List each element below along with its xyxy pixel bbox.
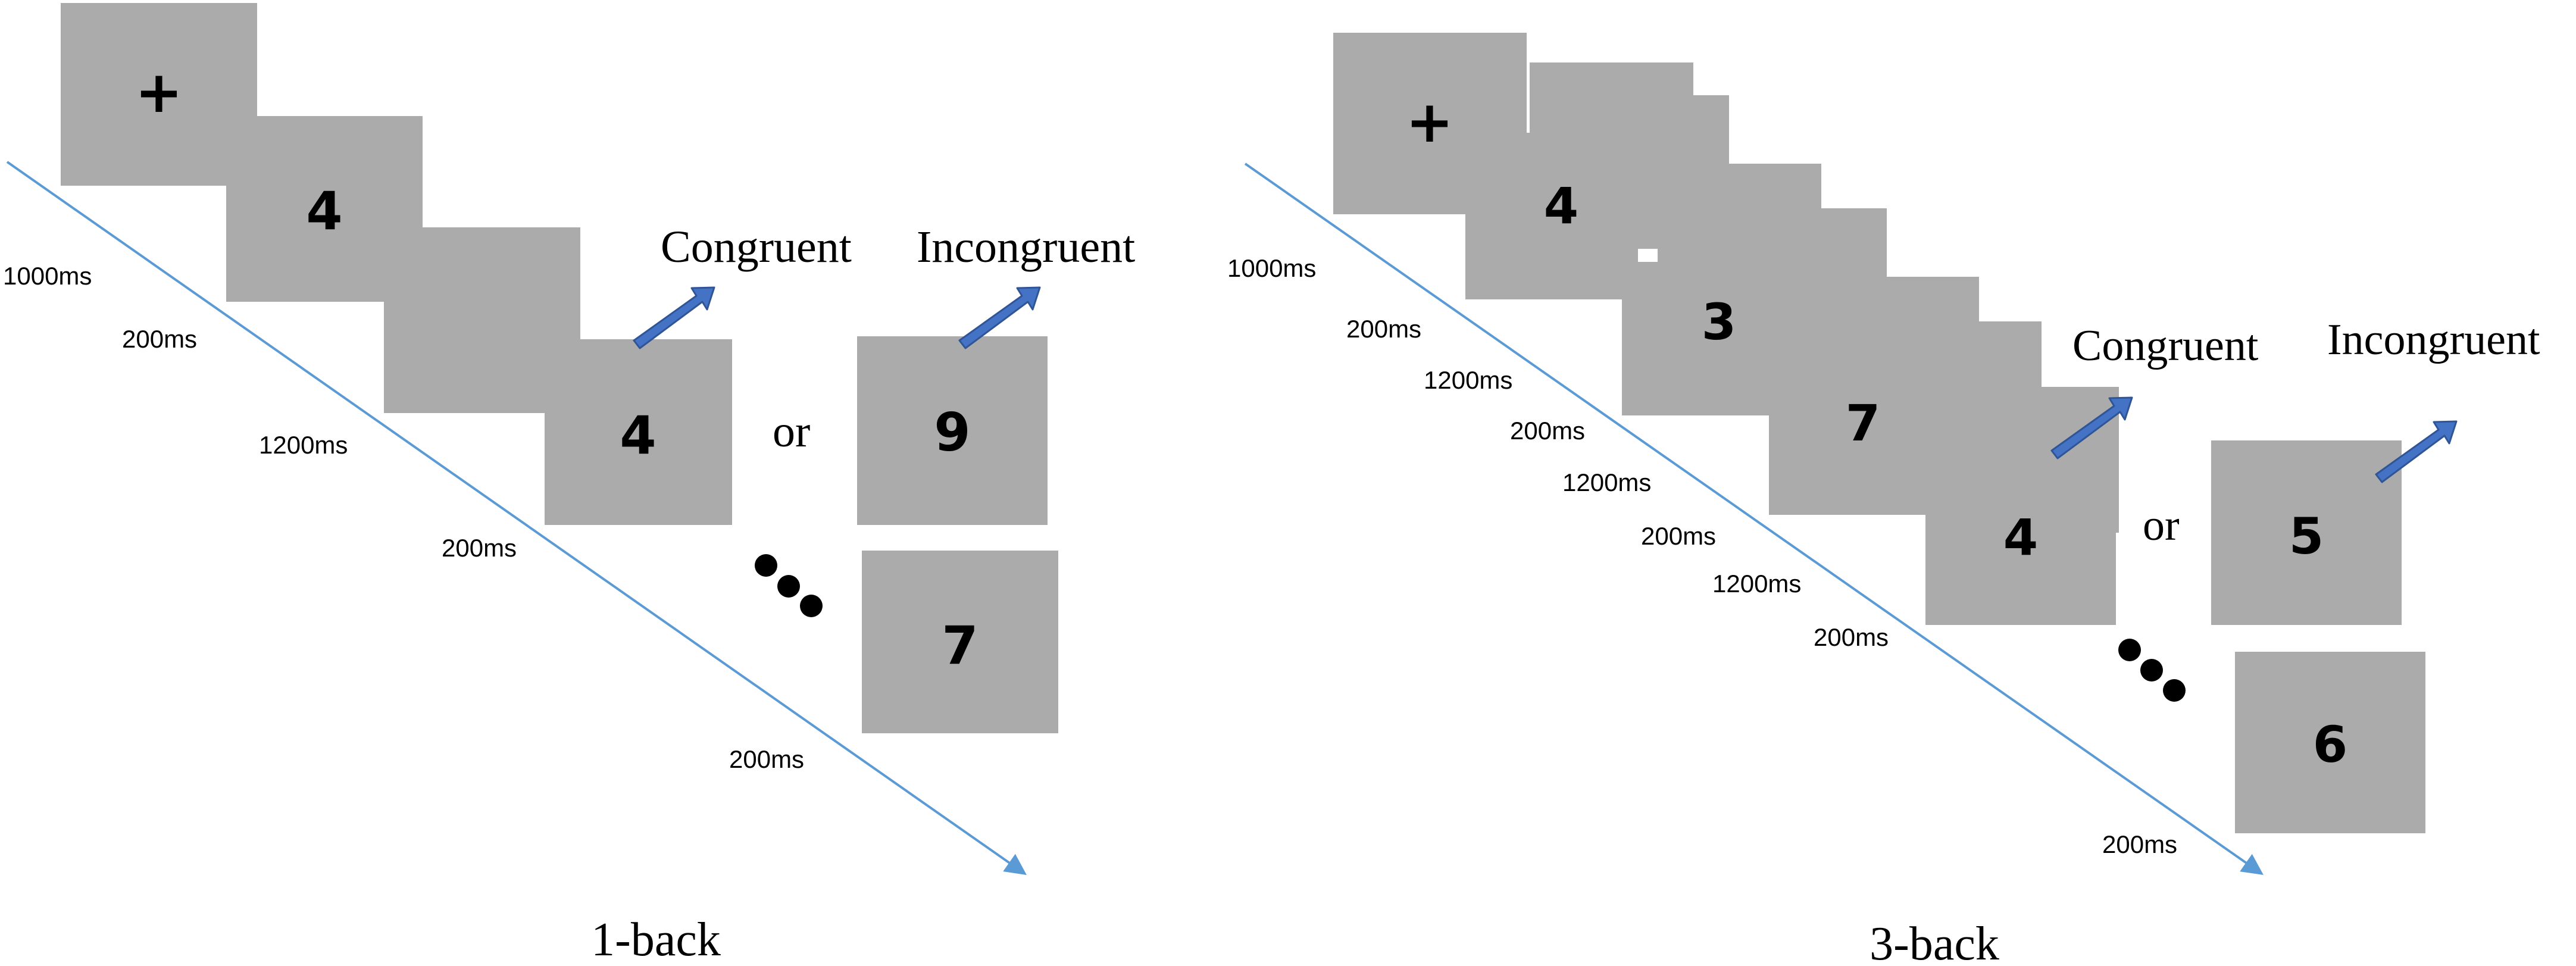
time-label: 200ms	[729, 745, 804, 773]
screen-fixation	[61, 3, 257, 186]
continuation-dot	[800, 595, 823, 617]
panel-3back: 7 3 4 + 4 5 6 Congruent Incongruent or 1…	[1227, 33, 2540, 966]
next-stimulus-digit: 6	[2313, 715, 2347, 774]
stimulus-digit-1: 4	[306, 180, 342, 242]
continuation-dot	[2118, 639, 2141, 661]
time-label: 200ms	[1641, 522, 1716, 550]
screen-target-stimulus	[1925, 443, 2116, 625]
time-label: 1000ms	[3, 262, 92, 290]
fixation-cross: +	[135, 59, 183, 126]
time-label: 200ms	[1510, 417, 1585, 445]
or-label: or	[773, 407, 810, 457]
screen-alt-stimulus	[2211, 440, 2402, 625]
screen-fixation	[1333, 33, 1527, 214]
time-label: 200ms	[122, 325, 197, 353]
congruent-label: Congruent	[661, 222, 852, 272]
time-label: 200ms	[442, 534, 517, 562]
screen-stimulus-2	[545, 339, 732, 525]
stimulus-digit-4: 4	[2003, 508, 2038, 567]
response-arrow-incongruent	[2375, 420, 2458, 483]
panel-caption-3back: 3-back	[1870, 918, 1999, 966]
or-label: or	[2143, 501, 2180, 550]
continuation-dot	[2163, 679, 2186, 702]
incongruent-label: Incongruent	[917, 222, 1135, 272]
screen-stimulus-7	[1769, 363, 1942, 515]
time-label: 200ms	[2102, 830, 2177, 858]
time-label: 1200ms	[1424, 366, 1512, 394]
continuation-dot	[2140, 659, 2163, 681]
screen-alt-stimulus	[857, 336, 1048, 525]
timeline-arrow-1back	[6, 161, 1027, 876]
time-label: 1200ms	[259, 431, 348, 459]
stimulus-digit-3: 7	[1846, 394, 1880, 452]
response-arrow-congruent	[633, 286, 715, 349]
continuation-dot	[755, 554, 777, 577]
time-label: 200ms	[1346, 315, 1421, 343]
time-label: 1200ms	[1712, 570, 1801, 598]
timeline-arrow-3back	[1244, 162, 2264, 876]
incongruent-label: Incongruent	[2327, 315, 2540, 364]
stimulus-digit-2: 4	[620, 405, 656, 466]
response-arrow-congruent	[2050, 396, 2133, 459]
alt-stimulus-digit: 5	[2289, 507, 2324, 565]
screen-next-stimulus	[862, 551, 1058, 733]
congruent-label: Congruent	[2072, 321, 2259, 370]
continuation-dot	[777, 575, 800, 598]
time-label: 1200ms	[1562, 468, 1651, 496]
screen-next-stimulus	[2235, 652, 2425, 833]
response-arrow-incongruent	[958, 286, 1041, 349]
fixation-cross: +	[1406, 89, 1453, 155]
time-label: 1000ms	[1227, 254, 1316, 282]
stimulus-digit-1: 4	[1544, 177, 1578, 235]
panel-1back: + 4 4 9 7 Congruent Incongruent or 1000m…	[3, 3, 1135, 966]
time-label: 200ms	[1814, 623, 1889, 651]
alt-stimulus-digit: 9	[934, 402, 970, 463]
next-stimulus-digit: 7	[942, 615, 978, 676]
screen-stimulus-1	[226, 116, 423, 302]
screen-stimulus-3	[1622, 262, 1795, 415]
stimulus-digit-2: 3	[1702, 293, 1736, 351]
panel-caption-1back: 1-back	[591, 914, 721, 966]
